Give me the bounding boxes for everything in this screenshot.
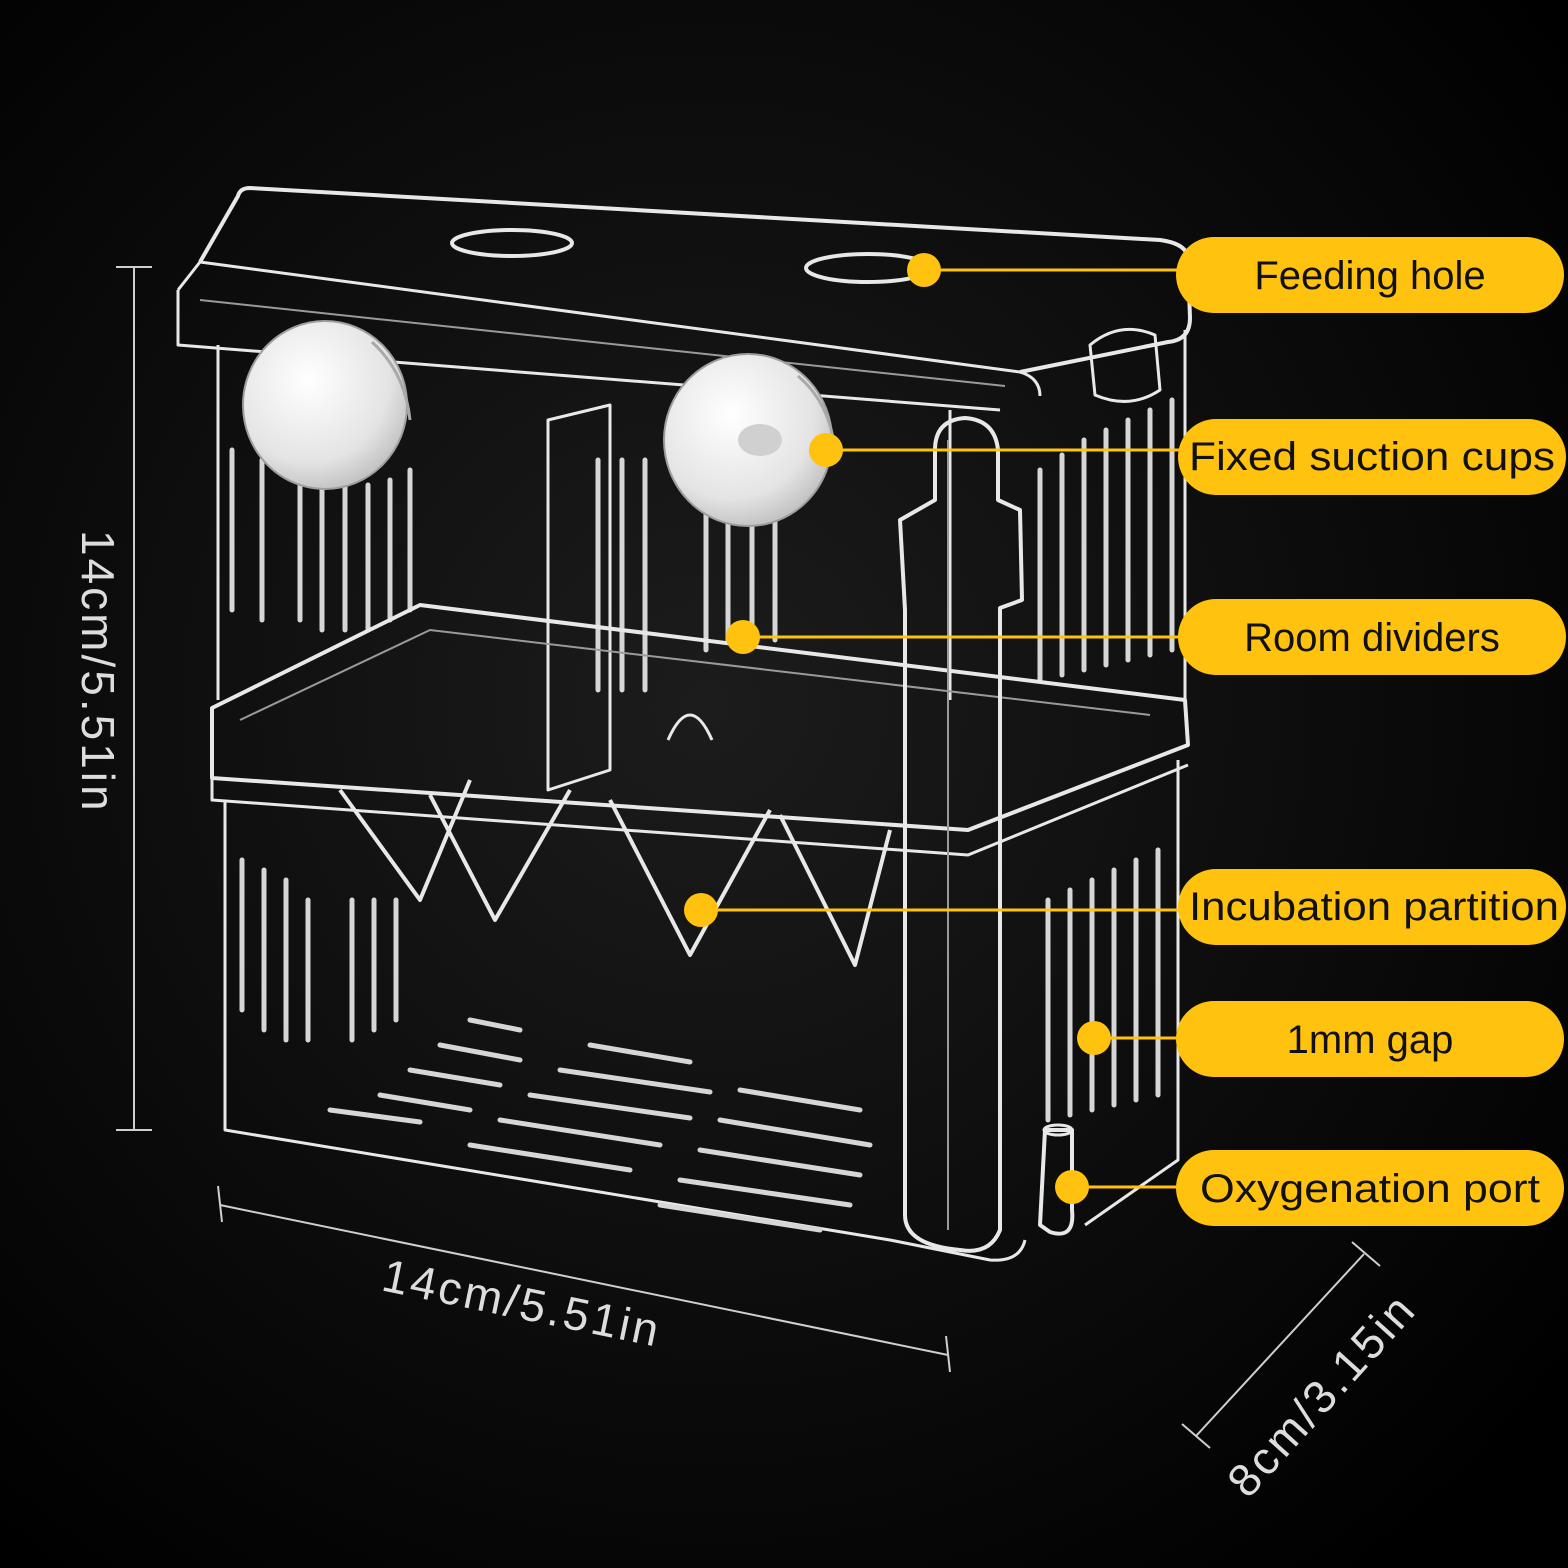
partition-handle: [666, 713, 714, 741]
suction-cup-left: [242, 320, 412, 490]
callout-label-incubation-partition: Incubation partition: [1189, 885, 1559, 929]
v-partition-3: [608, 799, 772, 957]
tray-inner-rim: [239, 628, 1151, 721]
callout-incubation-partition: Incubation partition: [684, 869, 1566, 945]
oxygenation-nozzle: [1038, 1128, 1075, 1236]
lower-left-vents: [239, 857, 399, 1043]
callout-label-1mm-gap: 1mm gap: [1287, 1018, 1454, 1062]
tray-lower-rim: [210, 763, 1189, 857]
suction-cup-right: [663, 353, 837, 527]
lid-front-edge: [176, 260, 1042, 397]
lower-right-edge: [1084, 760, 1180, 1227]
v-partition-4: [778, 814, 892, 967]
lid-inner-edge: [199, 299, 1006, 387]
callout-room-dividers: Room dividers: [726, 599, 1566, 675]
callout-label-fixed-suction-cups: Fixed suction cups: [1189, 435, 1555, 479]
callout-feeding-hole: Feeding hole: [907, 237, 1564, 313]
room-divider-panel: [546, 403, 612, 792]
floor-vents: [327, 1017, 873, 1233]
upper-right-vents: [1037, 397, 1175, 683]
height-dimension: 14cm/5.51in: [72, 266, 152, 1131]
side-clip: [1088, 327, 1162, 403]
oxygenation-tube: [898, 416, 1024, 1253]
lower-right-vents: [1045, 847, 1161, 1123]
callout-1mm-gap: 1mm gap: [1077, 1001, 1564, 1077]
oxygenation-nozzle-opening: [1042, 1123, 1074, 1137]
lid-top: [198, 186, 1192, 374]
upper-left-vents: [229, 447, 413, 633]
lower-box-front-bottom: [223, 800, 1027, 1262]
v-partition-2: [428, 789, 572, 922]
callout-oxygenation-port: Oxygenation port: [1055, 1150, 1564, 1226]
height-dimension-label: 14cm/5.51in: [72, 530, 124, 814]
breeding-box-illustration: [176, 186, 1192, 1262]
callout-label-room-dividers: Room dividers: [1244, 616, 1500, 660]
callout-fixed-suction-cups: Fixed suction cups: [809, 419, 1566, 495]
callout-label-oxygenation-port: Oxygenation port: [1200, 1167, 1540, 1211]
upper-middle-vents: [595, 457, 778, 693]
v-partition-1: [338, 779, 472, 902]
callout-label-feeding-hole: Feeding hole: [1254, 254, 1485, 298]
feeding-hole-left: [450, 228, 574, 258]
